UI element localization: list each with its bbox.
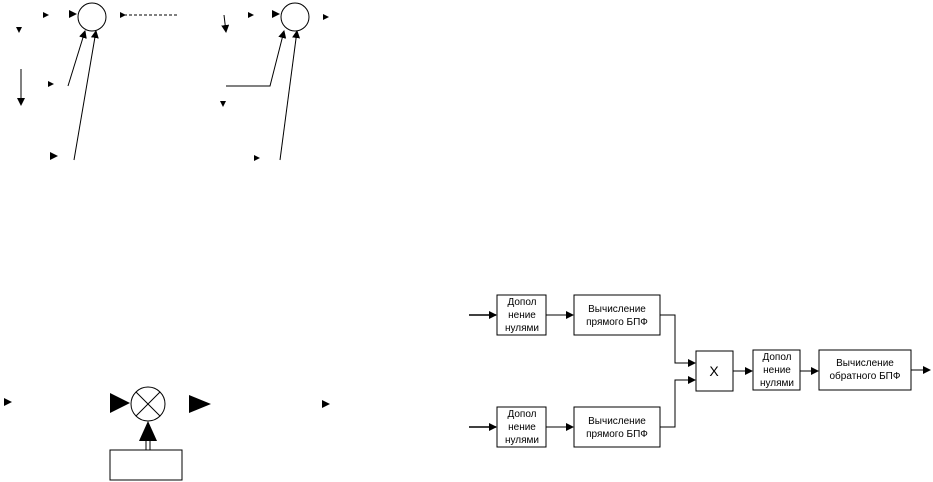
top-pad-label-2: нение [508,310,536,321]
arrowhead-right-11 [322,400,330,408]
delay-line-right [221,14,230,33]
output-pad-label-1: Допол [762,352,791,363]
big-arrow-in [110,393,130,413]
multiplier-label: X [709,363,719,379]
input-line-right [279,30,301,161]
arrowhead-down-1 [16,27,22,33]
bottom-pad-label-3: нулями [505,435,539,446]
input-line-left [73,30,99,161]
top-fft-label-1: Вычисление [588,304,646,315]
adder-node-right [280,2,310,32]
feedback-line-right [226,30,287,87]
feedback-line-left [67,30,87,87]
arrowhead-right-3 [120,12,126,18]
arrowhead-right-7 [272,10,280,18]
left-arrowheads [16,10,126,160]
output-pad-label-2: нение [763,365,791,376]
adder-node-left [77,2,107,32]
top-fft-to-multiplier [660,314,696,367]
arrowhead-right-9 [254,155,260,161]
arrowhead-right-6 [248,12,254,18]
fast-convolution-diagram [469,294,931,448]
arrowhead-right-2 [69,10,77,18]
arrowhead-right-1 [43,12,49,18]
arrowhead-right-4 [48,81,54,87]
bottom-fft-label-2: прямого БПФ [586,429,648,440]
arrowhead-right-5 [50,152,58,160]
bottom-pad-label-1: Допол [507,409,536,420]
top-fft-box [573,294,661,336]
arrowhead-down-2 [220,101,226,107]
output-zero-pad-box [752,349,801,391]
right-arrowheads [220,10,329,161]
bottom-fft-to-multiplier [660,376,696,428]
bottom-fft-box [573,406,661,448]
output-pad-label-3: нулями [760,378,794,389]
big-arrow-up [139,421,157,441]
multiplier-sketch [4,386,330,481]
ifft-label-2: обратного БПФ [830,370,901,382]
block-labels: Допол нение нулями Вычисление прямого БП… [505,297,901,446]
right-filter-sketch [221,2,310,161]
top-fft-label-2: прямого БПФ [586,317,648,328]
ifft-label-1: Вычисление [836,358,894,369]
top-pad-label-1: Допол [507,297,536,308]
arrowhead-right-8 [323,14,329,20]
big-arrow-out [189,395,211,413]
ifft-box [818,349,912,391]
multiplier-source-box [109,449,183,481]
left-filter-sketch [17,2,178,161]
multiplier-cross-2 [135,391,161,417]
top-pad-label-3: нулями [505,323,539,334]
bottom-pad-label-2: нение [508,422,536,433]
arrowhead-right-10 [4,398,12,406]
bottom-fft-label-1: Вычисление [588,416,646,427]
